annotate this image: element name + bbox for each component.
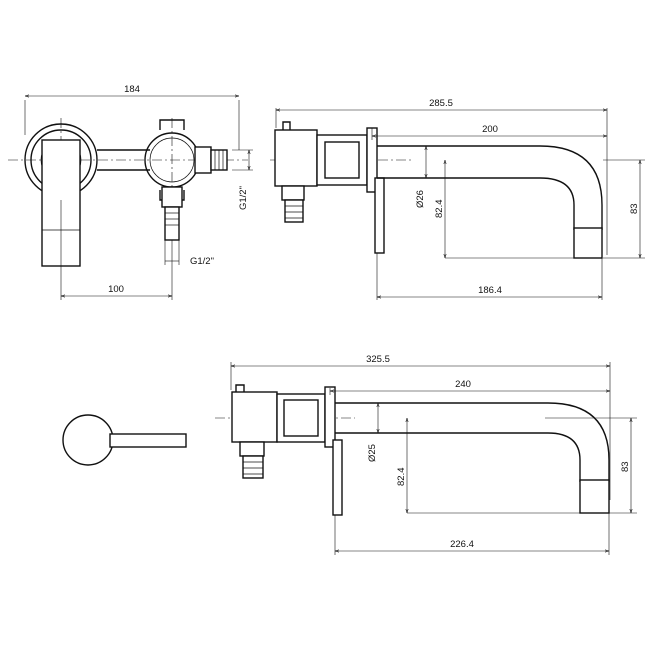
dim-325-label: 325.5 (366, 354, 390, 365)
dim-186-label: 186.4 (478, 285, 502, 296)
dim-184-label: 184 (124, 84, 140, 95)
dim-dia26-label: Ø26 (415, 190, 426, 208)
front-view-top: 184 100 G1/2" G1/2" (8, 84, 253, 300)
thread-bottom-label: G1/2" (190, 256, 214, 267)
side-view-bottom: 325.5 240 Ø25 82.4 83 226.4 (215, 354, 637, 555)
thread-side-label: G1/2" (238, 186, 249, 210)
dim-82-label-bottom: 82.4 (396, 468, 407, 487)
dim-83-label: 83 (629, 203, 640, 214)
dim-83-label-bottom: 83 (620, 461, 631, 472)
dim-100-label: 100 (108, 284, 124, 295)
dim-226-label: 226.4 (450, 539, 474, 550)
front-view-bottom (62, 414, 187, 466)
dim-82-label: 82.4 (434, 200, 445, 219)
side-view-top: 285.5 200 Ø26 82.4 83 186.4 (270, 98, 645, 300)
dim-285-label: 285.5 (429, 98, 453, 109)
dim-200-label: 200 (482, 124, 498, 135)
dim-dia25-label: Ø25 (367, 444, 378, 462)
dim-240-label: 240 (455, 379, 471, 390)
